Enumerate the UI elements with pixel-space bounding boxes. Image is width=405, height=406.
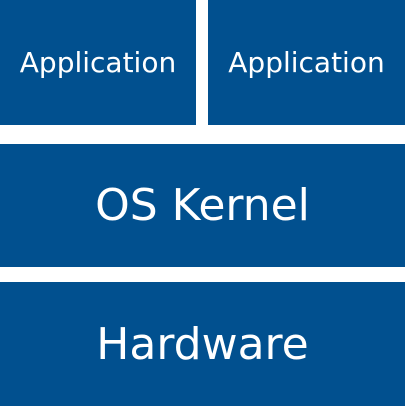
os-kernel-block: OS Kernel <box>0 144 405 267</box>
application-block-left: Application <box>0 0 196 125</box>
application-label-right: Application <box>228 46 385 79</box>
os-kernel-label: OS Kernel <box>95 180 310 231</box>
hardware-block: Hardware <box>0 282 405 406</box>
application-block-right: Application <box>208 0 405 125</box>
hardware-label: Hardware <box>96 318 309 370</box>
application-label-left: Application <box>19 46 177 79</box>
